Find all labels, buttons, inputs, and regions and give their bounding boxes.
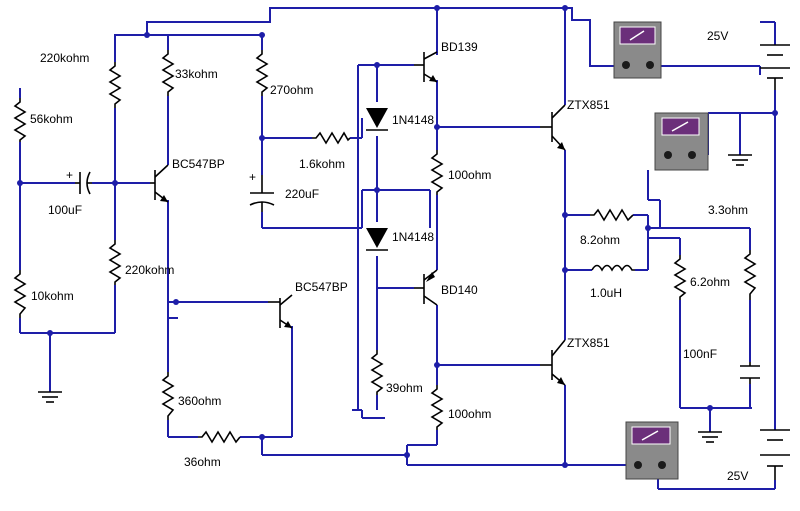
label-r10k: 10kohm [31, 289, 74, 303]
label-r33k: 33kohm [175, 67, 218, 81]
inductor-1uh [591, 264, 635, 272]
label-r220k-top: 220kohm [40, 51, 89, 65]
resistor-6k2 [673, 255, 687, 300]
label-q3: BD139 [441, 40, 478, 54]
resistor-220k-top [108, 62, 122, 108]
battery-bot [760, 429, 790, 480]
ground-icon [698, 431, 722, 443]
label-r36: 36ohm [184, 455, 221, 469]
ground-icon [38, 391, 62, 403]
wires [19, 7, 776, 490]
resistor-1k6 [312, 131, 351, 145]
multimeter-icon[interactable] [613, 21, 662, 79]
label-r100-top: 100ohm [448, 168, 491, 182]
ground-icon [728, 154, 752, 166]
resistor-100-bot [430, 385, 444, 430]
label-q2: BC547BP [295, 280, 348, 294]
label-d1: 1N4148 [392, 113, 434, 127]
label-r270: 270ohm [270, 83, 313, 97]
resistor-8k2 [590, 208, 634, 222]
label-r1k6: 1.6kohm [299, 157, 345, 171]
junctions [17, 5, 778, 468]
resistor-220k-bot [108, 240, 122, 285]
label-r56k: 56kohm [30, 112, 73, 126]
multimeter-icon[interactable] [654, 112, 709, 171]
resistor-56k [13, 98, 27, 142]
multimeter-icon[interactable] [625, 421, 679, 480]
label-r3k3: 3.3ohm [708, 203, 748, 217]
label-r8k2: 8.2ohm [580, 233, 620, 247]
label-q6: ZTX851 [567, 336, 610, 350]
resistor-3k3 [743, 250, 757, 300]
label-r100-bot: 100ohm [448, 407, 491, 421]
capacitor-100uf [75, 171, 92, 195]
transistor-q1 [150, 164, 169, 203]
capacitor-100nf [740, 362, 760, 384]
label-q1: BC547BP [172, 157, 225, 171]
diode-2 [366, 228, 388, 251]
label-r220k-bot: 220kohm [125, 263, 174, 277]
label-c100u: 100uF [48, 203, 82, 217]
transistor-q2 [268, 294, 293, 329]
resistor-33k [161, 50, 175, 96]
capacitor-220uf [249, 175, 275, 212]
label-q4: BD140 [441, 283, 478, 297]
label-r360: 360ohm [178, 394, 221, 408]
component-labels: 220kohm 56kohm 33kohm 10kohm 220kohm 100… [30, 29, 748, 483]
label-l1: 1.0uH [590, 286, 622, 300]
battery-top [760, 44, 790, 90]
resistor-100-top [430, 150, 444, 195]
transistor-ztx851-bot [540, 339, 566, 386]
resistor-360 [161, 372, 175, 420]
label-v-top: 25V [707, 29, 728, 43]
label-r39: 39ohm [386, 381, 423, 395]
label-v-bot: 25V [727, 469, 748, 483]
resistor-270 [255, 50, 269, 96]
label-r6k2: 6.2ohm [690, 275, 730, 289]
label-c220u: 220uF [285, 187, 319, 201]
resistor-36 [198, 430, 241, 444]
label-cap-plus-a: + [66, 168, 73, 182]
resistors [13, 50, 757, 444]
resistor-39 [370, 350, 384, 395]
label-d2: 1N4148 [392, 230, 434, 244]
label-cap-plus-b: + [249, 170, 256, 184]
diode-1 [366, 108, 388, 131]
transistor-bd140 [414, 269, 438, 306]
label-q5: ZTX851 [567, 98, 610, 112]
resistor-10k [13, 270, 27, 318]
transistor-ztx851-top [540, 104, 566, 151]
label-c100n: 100nF [683, 347, 717, 361]
transistor-bd139 [414, 51, 438, 83]
